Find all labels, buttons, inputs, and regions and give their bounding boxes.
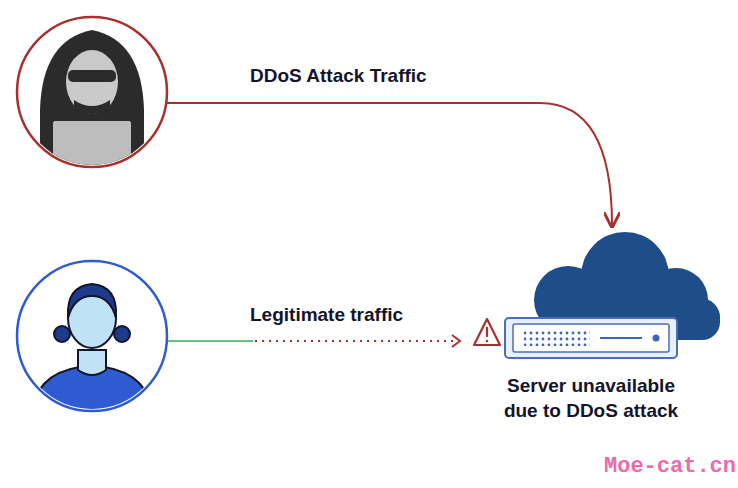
warning-symbol	[474, 319, 500, 345]
legit-arrowhead	[452, 335, 460, 347]
attack-arrow	[167, 103, 612, 225]
server-icon	[505, 318, 677, 358]
server-node: Server unavailable due to DDoS attack	[488, 374, 694, 423]
edge-label: Legitimate traffic	[250, 304, 403, 326]
server-caption: Server unavailable due to DDoS attack	[488, 374, 694, 423]
user-icon	[17, 261, 167, 420]
watermark: Moe-cat.cn	[604, 454, 736, 479]
attacker-icon	[17, 17, 167, 170]
legit-dotted-line	[255, 340, 458, 342]
edge-label: DDoS Attack Traffic	[250, 65, 427, 87]
legit-line	[168, 340, 253, 342]
